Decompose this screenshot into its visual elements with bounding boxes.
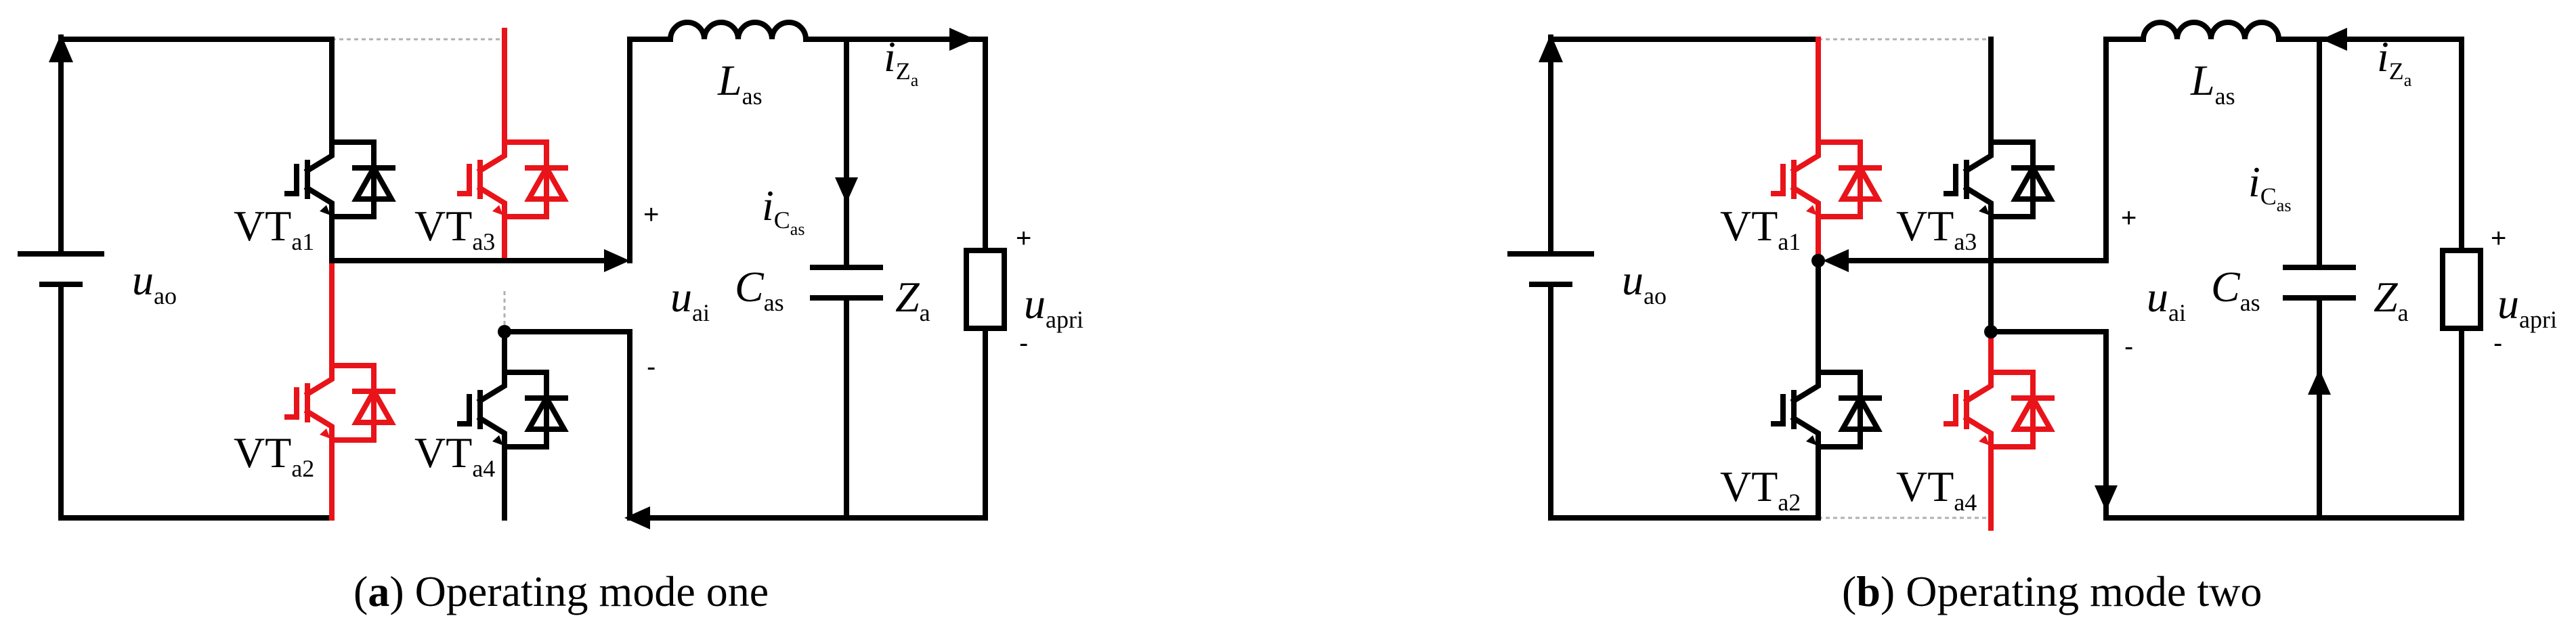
svg-text:+: + (2121, 203, 2137, 233)
vt-a3-switch (460, 129, 565, 230)
svg-text:VTa4: VTa4 (414, 429, 495, 482)
svg-text:-: - (1019, 328, 1028, 358)
dc-source-b (1507, 34, 1594, 521)
inductor-b (2140, 20, 2282, 43)
svg-text:uai: uai (670, 273, 710, 326)
svg-text:iCas: iCas (2248, 158, 2291, 215)
svg-text:VTa1: VTa1 (234, 202, 314, 255)
svg-text:uapri: uapri (1024, 280, 1083, 333)
svg-text:uapri: uapri (2497, 280, 2557, 333)
svg-text:VTa4: VTa4 (1896, 462, 1977, 516)
vt-b1-switch (1774, 129, 1879, 230)
svg-text:Cas: Cas (735, 263, 784, 316)
svg-text:VTa2: VTa2 (234, 429, 314, 482)
svg-text:uai: uai (2147, 273, 2186, 326)
inductor-a (667, 20, 809, 43)
svg-text:Las: Las (2190, 56, 2235, 110)
svg-text:-: - (647, 352, 656, 382)
vt-a1-switch (287, 129, 393, 230)
svg-text:VTa1: VTa1 (1720, 202, 1801, 255)
svg-text:-: - (2124, 332, 2133, 362)
svg-text:+: + (1016, 223, 1031, 253)
panel-b: uao VTa1 VTa2 VTa3 VTa4 Las iZa iCas Cas… (1507, 20, 2557, 615)
caption-b: (b) Operating mode two (1842, 567, 2262, 615)
svg-text:VTa2: VTa2 (1720, 462, 1801, 516)
vt-b4-switch (1946, 359, 2052, 460)
svg-text:iZa: iZa (884, 32, 919, 90)
svg-text:+: + (2491, 223, 2506, 253)
svg-text:iCas: iCas (762, 181, 804, 239)
svg-text:Las: Las (717, 56, 763, 110)
source-arrow (49, 34, 73, 62)
vt-a2-switch (287, 352, 393, 454)
vt-b3-switch (1946, 129, 2052, 230)
svg-text:VTa3: VTa3 (1896, 202, 1977, 255)
svg-text:-: - (2493, 328, 2502, 358)
svg-text:Za: Za (895, 273, 930, 326)
caption-a: (a) Operating mode one (353, 567, 769, 615)
svg-text:iZa: iZa (2377, 32, 2412, 90)
svg-text:VTa3: VTa3 (414, 202, 495, 255)
svg-text:uao: uao (132, 256, 177, 309)
load-a (964, 248, 1007, 331)
dc-source-a (18, 34, 104, 521)
svg-text:+: + (643, 200, 659, 229)
vt-b2-switch (1774, 359, 1879, 460)
load-b (2440, 248, 2483, 331)
panel-a: uao VTa1 VTa2 VTa3 VTa4 Las iZa iCas Cas… (18, 20, 1083, 615)
svg-text:Za: Za (2374, 273, 2409, 326)
svg-text:Cas: Cas (2211, 263, 2260, 316)
vt-a4-switch (460, 359, 565, 460)
svg-text:uao: uao (1622, 256, 1667, 309)
